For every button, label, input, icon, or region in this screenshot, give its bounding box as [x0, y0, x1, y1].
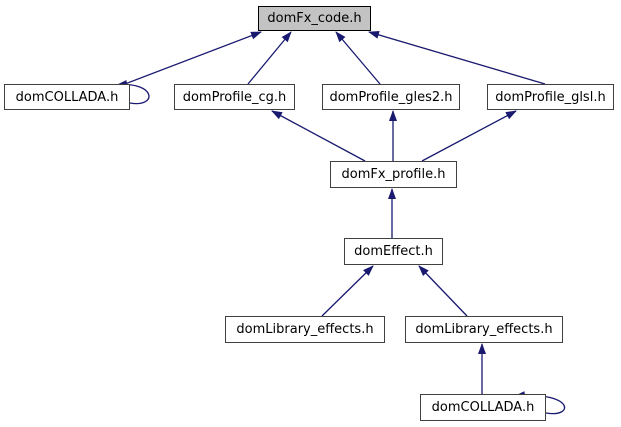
edge-fx-profile-to-profile-cg — [271, 110, 366, 162]
graph-node-collada-bottom[interactable]: domCOLLADA.h — [420, 394, 546, 421]
graph-node-lib-effects-right[interactable]: domLibrary_effects.h — [405, 316, 563, 343]
graph-node-lib-effects-left[interactable]: domLibrary_effects.h — [225, 316, 385, 343]
graph-node-profile-cg[interactable]: domProfile_cg.h — [174, 84, 295, 110]
edge-profile-gles2-to-fx-code — [335, 31, 381, 85]
edge-collada-top-to-fx-code — [124, 31, 262, 85]
graph-node-profile-gles2[interactable]: domProfile_gles2.h — [322, 84, 460, 110]
graph-node-fx-code[interactable]: domFx_code.h — [258, 6, 371, 31]
edge-profile-cg-to-fx-code — [247, 31, 292, 85]
edge-fx-profile-to-profile-glsl — [421, 110, 517, 162]
graph-node-effect[interactable]: domEffect.h — [344, 238, 443, 265]
graph-node-collada-top[interactable]: domCOLLADA.h — [4, 84, 130, 110]
edge-lib-effects-left-to-effect — [321, 265, 374, 317]
graph-node-profile-glsl[interactable]: domProfile_glsl.h — [487, 84, 614, 110]
graph-node-fx-profile[interactable]: domFx_profile.h — [330, 161, 457, 188]
edge-profile-glsl-to-fx-code — [368, 30, 546, 85]
edge-lib-effects-right-to-effect — [418, 265, 468, 317]
